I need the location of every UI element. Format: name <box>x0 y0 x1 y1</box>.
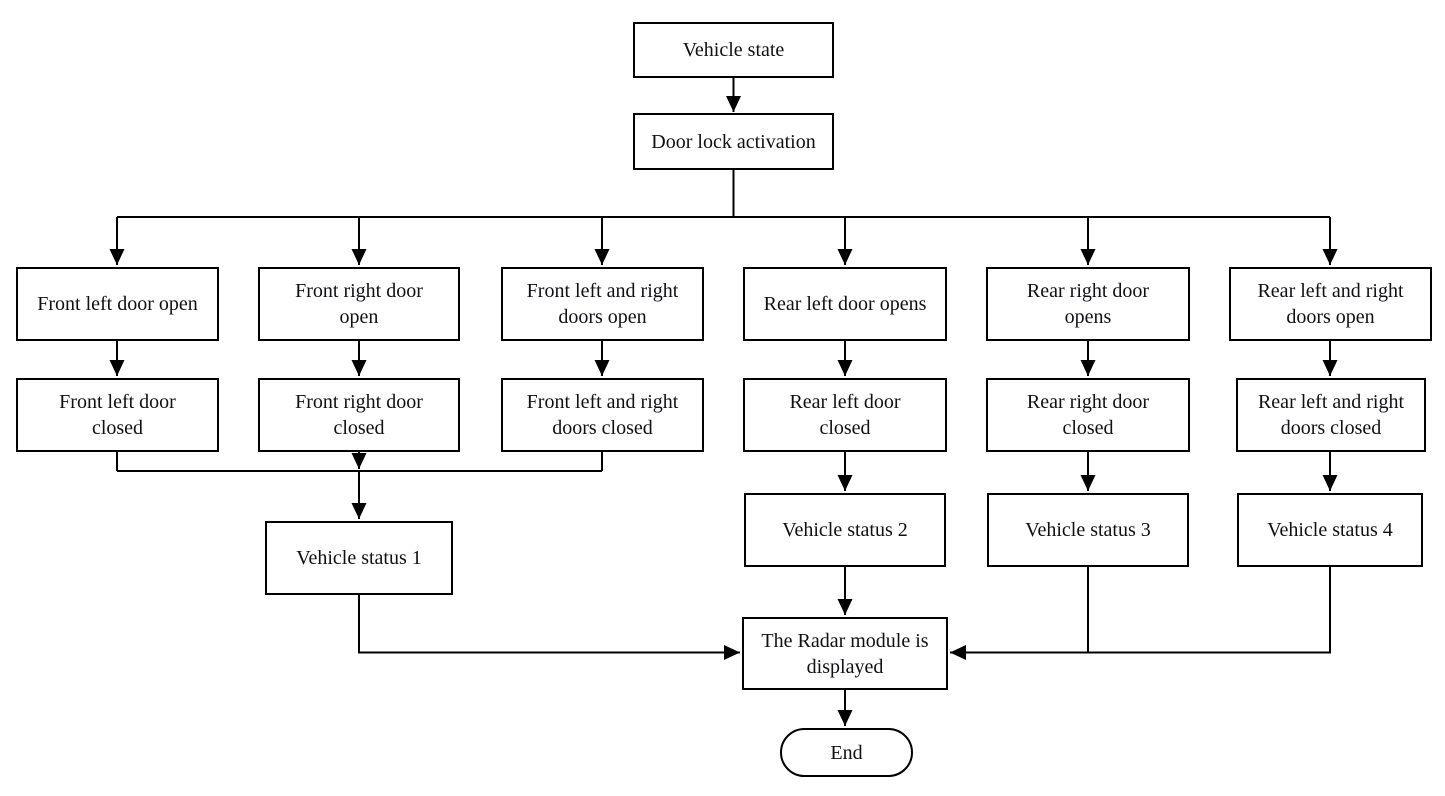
node-label: closed <box>91 417 144 439</box>
node-rear-left-door-opens: Rear left door opens <box>743 267 947 341</box>
node-rear-right-door-opens: Rear right door opens <box>986 267 1190 341</box>
node-label: Front left door <box>59 391 176 413</box>
node-label: Front left door open <box>37 293 198 315</box>
node-label: Rear right door <box>1026 280 1150 302</box>
node-label: Vehicle state <box>682 39 785 61</box>
node-label: Front left and right <box>526 391 679 413</box>
node-label: Front right door <box>295 391 423 413</box>
node-vehicle-status-3: Vehicle status 3 <box>987 493 1189 567</box>
node-rear-right-door-closed: Rear right door closed <box>986 378 1190 452</box>
node-label: Front right door <box>295 280 423 302</box>
node-label: Vehicle status 2 <box>782 519 908 541</box>
node-front-left-door-closed: Front left door closed <box>16 378 219 452</box>
node-vehicle-state: Vehicle state <box>633 22 834 78</box>
node-label: doors closed <box>1280 417 1382 439</box>
node-label: Rear left and right <box>1257 391 1405 413</box>
node-label: Rear left and right <box>1257 280 1404 302</box>
node-label: closed <box>333 417 385 439</box>
node-door-lock-activation: Door lock activation <box>633 113 834 170</box>
node-label: Rear left door opens <box>763 293 927 315</box>
node-label: doors open <box>1286 306 1375 328</box>
node-label: Vehicle status 1 <box>296 547 422 569</box>
node-rear-both-doors-open: Rear left and right doors open <box>1229 267 1432 341</box>
node-front-both-doors-open: Front left and right doors open <box>501 267 704 341</box>
node-label: displayed <box>806 655 884 678</box>
node-label: closed <box>819 417 871 439</box>
node-label: open <box>339 306 379 328</box>
node-label: doors open <box>558 306 647 328</box>
node-vehicle-status-2: Vehicle status 2 <box>744 493 946 567</box>
node-rear-left-door-closed: Rear left door closed <box>743 378 947 452</box>
node-rear-both-doors-closed: Rear left and right doors closed <box>1236 378 1426 452</box>
node-label: End <box>830 741 863 764</box>
node-label: Door lock activation <box>651 130 816 153</box>
node-vehicle-status-4: Vehicle status 4 <box>1237 493 1423 567</box>
node-label: Vehicle status 4 <box>1267 519 1393 541</box>
node-label: opens <box>1064 306 1112 328</box>
node-label: doors closed <box>552 417 653 439</box>
node-label: Vehicle status 3 <box>1025 519 1151 541</box>
node-front-left-door-open: Front left door open <box>16 267 219 341</box>
node-label: Rear left door <box>789 391 901 413</box>
node-front-right-door-closed: Front right door closed <box>258 378 460 452</box>
node-front-both-doors-closed: Front left and right doors closed <box>501 378 704 452</box>
node-radar-module-displayed: The Radar module is displayed <box>742 617 948 690</box>
node-label: Front left and right <box>526 280 679 302</box>
edge-status1-radar <box>358 595 740 660</box>
node-label: The Radar module is <box>761 629 929 652</box>
node-end-terminator: End <box>780 728 913 777</box>
node-front-right-door-open: Front right door open <box>258 267 460 341</box>
edge-status4-radar <box>950 567 1331 660</box>
node-label: Rear right door <box>1026 391 1150 413</box>
node-label: closed <box>1062 417 1114 439</box>
node-vehicle-status-1: Vehicle status 1 <box>265 521 453 595</box>
